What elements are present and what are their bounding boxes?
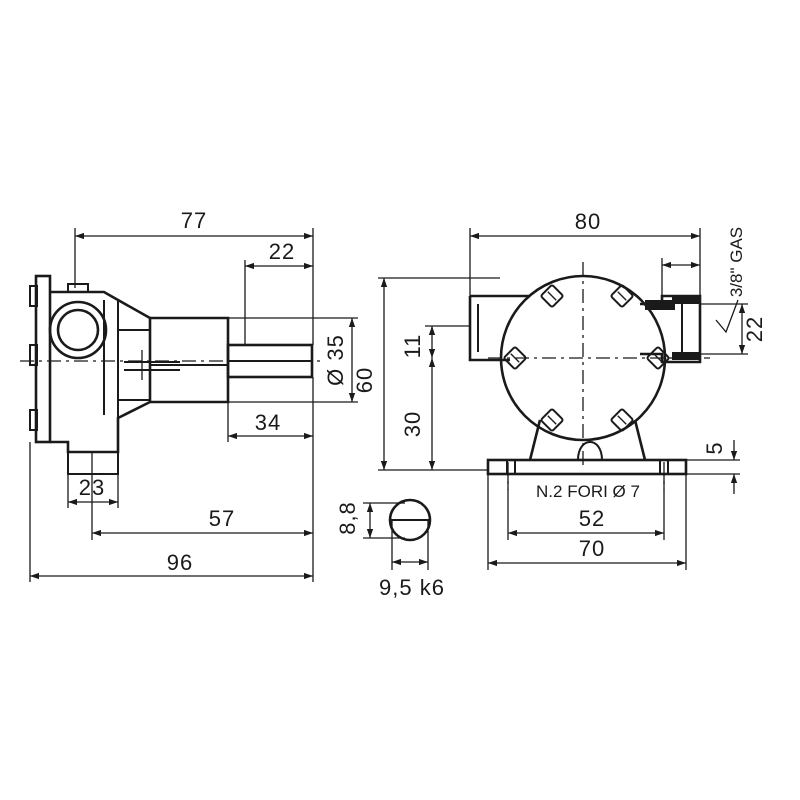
side-dimensions: 77 22 Ø 35 34 23 57 bbox=[29, 208, 358, 582]
dim-96: 96 bbox=[167, 550, 193, 575]
dim-11: 11 bbox=[400, 334, 425, 359]
front-base bbox=[486, 458, 688, 476]
dim-80: 80 bbox=[575, 209, 601, 234]
side-pump-body bbox=[48, 283, 152, 454]
key-section: 8,8 9,5 k6 bbox=[335, 498, 445, 600]
dim-thread-gas: 3/8" GAS bbox=[727, 227, 746, 297]
dim-77: 77 bbox=[181, 208, 207, 233]
front-dimensions: 80 3/8" GAS 22 60 11 30 bbox=[352, 209, 767, 570]
dim-60: 60 bbox=[352, 367, 377, 393]
dim-57: 57 bbox=[209, 506, 235, 531]
dim-22-top: 22 bbox=[269, 239, 295, 264]
side-foot bbox=[67, 451, 119, 475]
front-view: 80 3/8" GAS 22 60 11 30 bbox=[352, 209, 767, 570]
front-inlet-boss bbox=[468, 294, 530, 362]
dim-5: 5 bbox=[702, 441, 727, 454]
side-flange bbox=[29, 274, 52, 444]
holes-note: N.2 FORI Ø 7 bbox=[536, 482, 640, 501]
dim-9-5-k6: 9,5 k6 bbox=[379, 575, 445, 600]
dim-34: 34 bbox=[255, 410, 281, 435]
front-bolts bbox=[503, 284, 670, 432]
front-outlet-port bbox=[640, 294, 702, 364]
dim-22-port: 22 bbox=[742, 316, 767, 342]
dim-diameter-35: Ø 35 bbox=[323, 334, 348, 386]
dim-70: 70 bbox=[579, 536, 605, 561]
dim-52: 52 bbox=[579, 506, 605, 531]
dim-30: 30 bbox=[400, 411, 425, 437]
dim-8-8: 8,8 bbox=[335, 501, 360, 535]
side-view: 77 22 Ø 35 34 23 57 bbox=[20, 208, 358, 582]
